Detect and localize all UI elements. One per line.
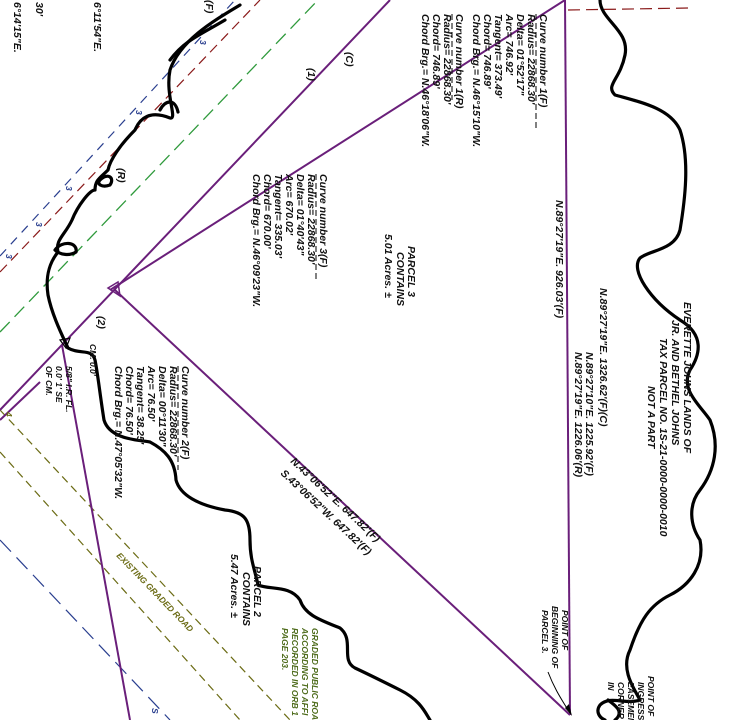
line-marker: 3	[134, 110, 144, 115]
utility-blue-line-lower	[0, 539, 171, 720]
curve-1r-bearing: Chord Brg.= N.46°18'06"W.	[419, 14, 431, 147]
bearing-diagonal-sw: S.43°06'52"W. 647.82'(F)	[278, 467, 374, 558]
iron-pin-note: 5/8" I.R. FL. 0.0' 1' SE OF CM. CM. 0.0'	[44, 344, 98, 413]
line-label-1: (1)	[305, 68, 317, 81]
curve-2-table: Curve number 2(F) Radius= 22868.30' Delt…	[112, 365, 191, 499]
curve-2-chord: Chord= 76.50'	[123, 366, 135, 435]
graded-road-note-line-4: PAGE 203.	[280, 628, 290, 670]
fragment-bearing-2: 6°11'54"E.	[91, 2, 103, 52]
curve-3-chord: Chord= 670.00'	[261, 174, 273, 249]
curve-3-arc: Arc= 670.02'	[283, 173, 295, 236]
ingress-note-line-2: INGRESS	[636, 682, 646, 720]
line-label-2: (2)	[95, 316, 107, 329]
line-label-c: (C)	[343, 52, 355, 67]
line-marker: 3	[34, 222, 44, 227]
curve-3-bearing: Chord Brg.= N.46°09'23"W.	[250, 174, 262, 307]
fragment-f: (F)	[203, 0, 215, 14]
iron-pin-line-3: OF CM.	[44, 366, 54, 396]
curve-1-bearing: Chord Brg.= N.46°15'10"W.	[470, 14, 482, 147]
curve-1-table: Curve number 1(F) Radius= 22868.30' Delt…	[470, 13, 549, 147]
tree-line-boundaries	[45, 0, 717, 720]
parcel-2-name: PARCEL 2	[251, 566, 263, 617]
parcel-3-label: PARCEL 3 CONTAINS 5.01 Acres. ±	[382, 234, 417, 306]
graded-road-olive-line-1	[0, 451, 241, 720]
curve-3-delta: Delta= 01°40'43"	[294, 174, 306, 256]
graded-road-note-line-3: RECORDED IN ORB 1	[290, 628, 300, 716]
monument-mark	[106, 280, 121, 298]
fragment-bearing-1: 6°14'15"E.	[11, 2, 23, 53]
line-marker: 3	[64, 186, 74, 191]
ingress-note-line-4: CORNER	[616, 682, 626, 720]
curve-3-title: Curve number 3(F)	[317, 174, 329, 268]
curve-1-chord: Chord= 746.89'	[481, 14, 493, 89]
bearing-north-line-926: N.89°27'19"E. 926.03'(F)	[553, 200, 565, 319]
curve-2-title: Curve number 2(F)	[179, 366, 191, 460]
iron-pin-line-2: 0.0' 1' SE	[54, 366, 64, 403]
graded-public-road-note: GRADED PUBLIC ROA ACCORDING TO AFFI RECO…	[280, 627, 320, 720]
ingress-note-line-5: IN	[606, 682, 616, 691]
pob-line-3: PARCEL 3.	[540, 610, 550, 654]
curve-3-radius: Radius= 22868.30'	[305, 174, 317, 265]
ingress-note-line-1: POINT OF	[646, 676, 656, 717]
curve-1r-table: Curve number 1(R) Radius= 22868.30' Chor…	[419, 14, 465, 147]
graded-road-note-line-1: GRADED PUBLIC ROA	[310, 628, 320, 720]
adjoiner-line-3: TAX PARCEL NO. 1S-21-0000-0000-0010	[657, 338, 669, 537]
monument-mark-2	[58, 337, 71, 350]
ingress-note-line-3: EASEMENT	[626, 682, 636, 720]
lower-left-blue-mark: S	[150, 708, 160, 714]
utility-blue-dashed-line	[0, 0, 236, 257]
existing-graded-road-label: EXISTING GRADED ROAD	[115, 550, 196, 633]
curve-3-tangent: Tangent= 335.03'	[272, 174, 284, 259]
easement-red-dashed-line-top	[567, 7, 691, 11]
curve-2-radius: Radius= 22868.30'	[167, 366, 179, 457]
curve-2-bearing: Chord Brg.= N.47°05'32"W.	[112, 366, 124, 499]
adjoiner-line-1: EVERETTE JOHNS LANDS OF	[681, 302, 693, 454]
parcel-3-contains: CONTAINS	[394, 252, 406, 306]
curve-1r-title: Curve number 1(R)	[453, 14, 465, 109]
pob-line-2: BEGINNING OF	[550, 606, 560, 669]
bearing-diagonal-ne: N.43°06'52"E. 647.82'(F)	[288, 455, 383, 545]
pob-line-1: POINT OF	[560, 610, 570, 651]
adjoiner-line-2: JR. AND BETHEL JOHNS	[669, 320, 681, 445]
curve-2-delta: Delta= 00°11'30"	[156, 366, 168, 448]
graded-road-note-line-2: ACCORDING TO AFFI	[300, 627, 310, 716]
curve-1-tangent: Tangent= 373.49'	[492, 14, 504, 99]
fragment-r: (R)	[115, 168, 127, 183]
bearing-east-line-1226: N.89°27'19"E. 1226.06'(R)	[572, 352, 584, 478]
lower-left-olive-mark: 4	[4, 411, 14, 417]
point-of-beginning: POINT OF BEGINNING OF PARCEL 3.	[540, 606, 570, 669]
road-green-dashed-line	[0, 0, 319, 333]
curve-2-arc: Arc= 76.50'	[145, 365, 157, 422]
parcel-3-name: PARCEL 3	[405, 246, 417, 297]
curve-1-delta: Delta= 01°52'17"	[514, 14, 526, 96]
adjoiner-line-4: NOT A PART	[645, 386, 657, 450]
curve-3-table: Curve number 3(F) Radius= 22868.30' Delt…	[250, 173, 329, 307]
iron-pin-line-1: 5/8" I.R. FL.	[64, 366, 74, 413]
curve-1r-radius: Radius= 22868.30'	[441, 14, 453, 105]
property-lines	[0, 0, 571, 720]
curve-1-title: Curve number 1(F)	[537, 14, 549, 108]
adjoiner-label: EVERETTE JOHNS LANDS OF JR. AND BETHEL J…	[645, 302, 693, 537]
curve-1r-chord: Chord= 746.89'	[430, 14, 442, 89]
curve-2-tangent: Tangent= 38.25'	[134, 366, 146, 445]
graded-road-olive-line-2	[0, 409, 291, 720]
bearing-east-line-1326: N.89°27'19"E. 1326.62'(F)(C)	[597, 288, 609, 427]
pob-arrow	[565, 704, 572, 716]
parcel-2-label: PARCEL 2 CONTAINS 5.47 Acres. ±	[228, 554, 263, 626]
cm-label: CM. 0.0'	[88, 344, 98, 377]
parcel-3-area: 5.01 Acres. ±	[382, 234, 394, 298]
parcel-2-contains: CONTAINS	[240, 572, 252, 626]
parcel-2-area: 5.47 Acres. ±	[228, 554, 240, 618]
curve-1-radius: Radius= 22868.30'	[525, 14, 537, 105]
easement-red-dashed-line	[0, 0, 261, 273]
ingress-easement-note: POINT OF INGRESS EASEMENT CORNER IN	[606, 676, 656, 720]
curve-1-arc: Arc= 746.92'	[503, 13, 515, 76]
fragment-30: 30'	[33, 2, 45, 17]
line-marker: 3	[198, 40, 208, 45]
bearing-east-line-1225: N.89°27'10"E. 1225.92'(F)	[583, 352, 595, 476]
line-marker: 3	[4, 254, 14, 259]
